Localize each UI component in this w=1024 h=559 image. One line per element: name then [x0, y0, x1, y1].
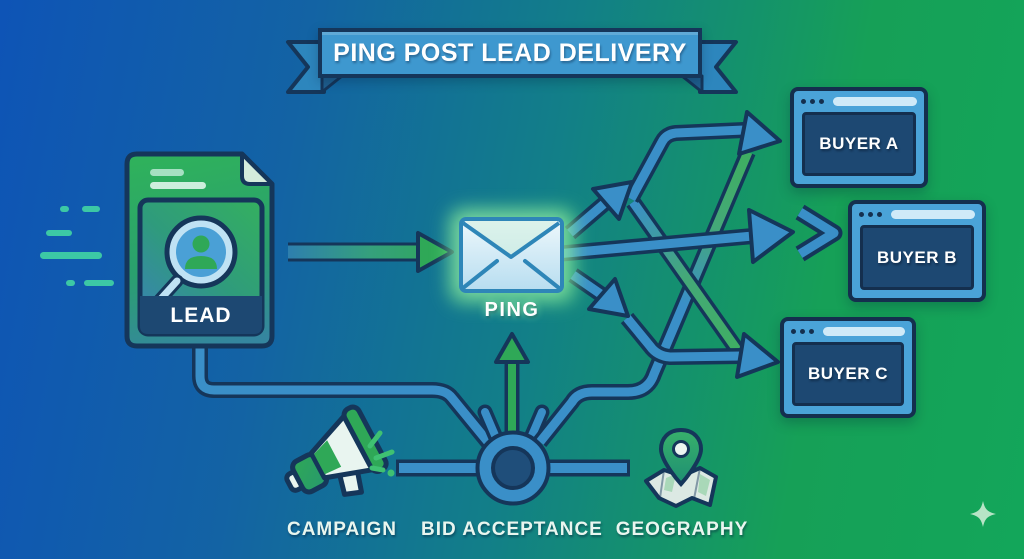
address-bar: [891, 209, 975, 219]
arrowheads: [587, 110, 795, 379]
geography-label: GEOGRAPHY: [615, 519, 749, 540]
bid-acceptance-hub-icon: [475, 430, 551, 506]
window-titlebar: [784, 321, 912, 341]
window-dot-icon: [810, 98, 815, 104]
sound-rays-icon: [367, 430, 395, 473]
ping-envelope-icon: [448, 208, 576, 304]
magnifier-person-icon: [151, 215, 238, 309]
ping-label: PING: [484, 299, 540, 321]
buyer-a-window: BUYER A: [790, 87, 928, 188]
ribbon-tails: [286, 40, 738, 94]
junction-to-buyer-c-arrow: [620, 312, 743, 365]
bid-acceptance-label: BID ACCEPTANCE: [421, 519, 603, 540]
speed-lines-icon: [40, 206, 114, 286]
sparkle-icon: [970, 501, 996, 527]
window-dot-icon: [800, 328, 805, 334]
geography-map-pin-icon: [644, 427, 718, 508]
window-titlebar: [852, 204, 982, 224]
window-dot-icon: [809, 328, 814, 334]
address-bar: [833, 96, 917, 106]
window-dot-icon: [877, 211, 882, 217]
cross-to-buyer-c-connector: [626, 197, 747, 359]
hub-to-buyer-a-connector: [533, 148, 756, 447]
junction-to-buyer-a-arrow: [623, 122, 745, 203]
campaign-label: CAMPAIGN: [286, 519, 398, 540]
window-dot-icon: [819, 98, 824, 104]
buyer-c-label: BUYER C: [792, 342, 904, 406]
lead-to-ping-arrow: [288, 231, 454, 273]
window-titlebar: [794, 91, 924, 111]
page-title: PING POST LEAD DELIVERY: [333, 38, 687, 67]
buyer-b-window: BUYER B: [848, 200, 986, 302]
hub-rays: [396, 404, 630, 477]
window-dot-icon: [859, 211, 864, 217]
window-dot-icon: [801, 98, 806, 104]
campaign-megaphone-icon: [284, 404, 395, 497]
lead-label: LEAD: [170, 304, 232, 327]
buyer-c-window: BUYER C: [780, 317, 916, 418]
lead-document-icon: [124, 151, 275, 349]
lead-to-hub-connector: [192, 346, 495, 448]
buyer-a-label: BUYER A: [802, 112, 916, 176]
address-bar: [823, 326, 905, 336]
window-dot-icon: [868, 211, 873, 217]
ping-to-buyer-b-arrow: [555, 204, 843, 262]
window-dot-icon: [791, 328, 796, 334]
title-banner: PING POST LEAD DELIVERY: [318, 28, 702, 78]
buyer-b-label: BUYER B: [860, 225, 974, 290]
hub-to-ping-arrow: [494, 332, 530, 446]
